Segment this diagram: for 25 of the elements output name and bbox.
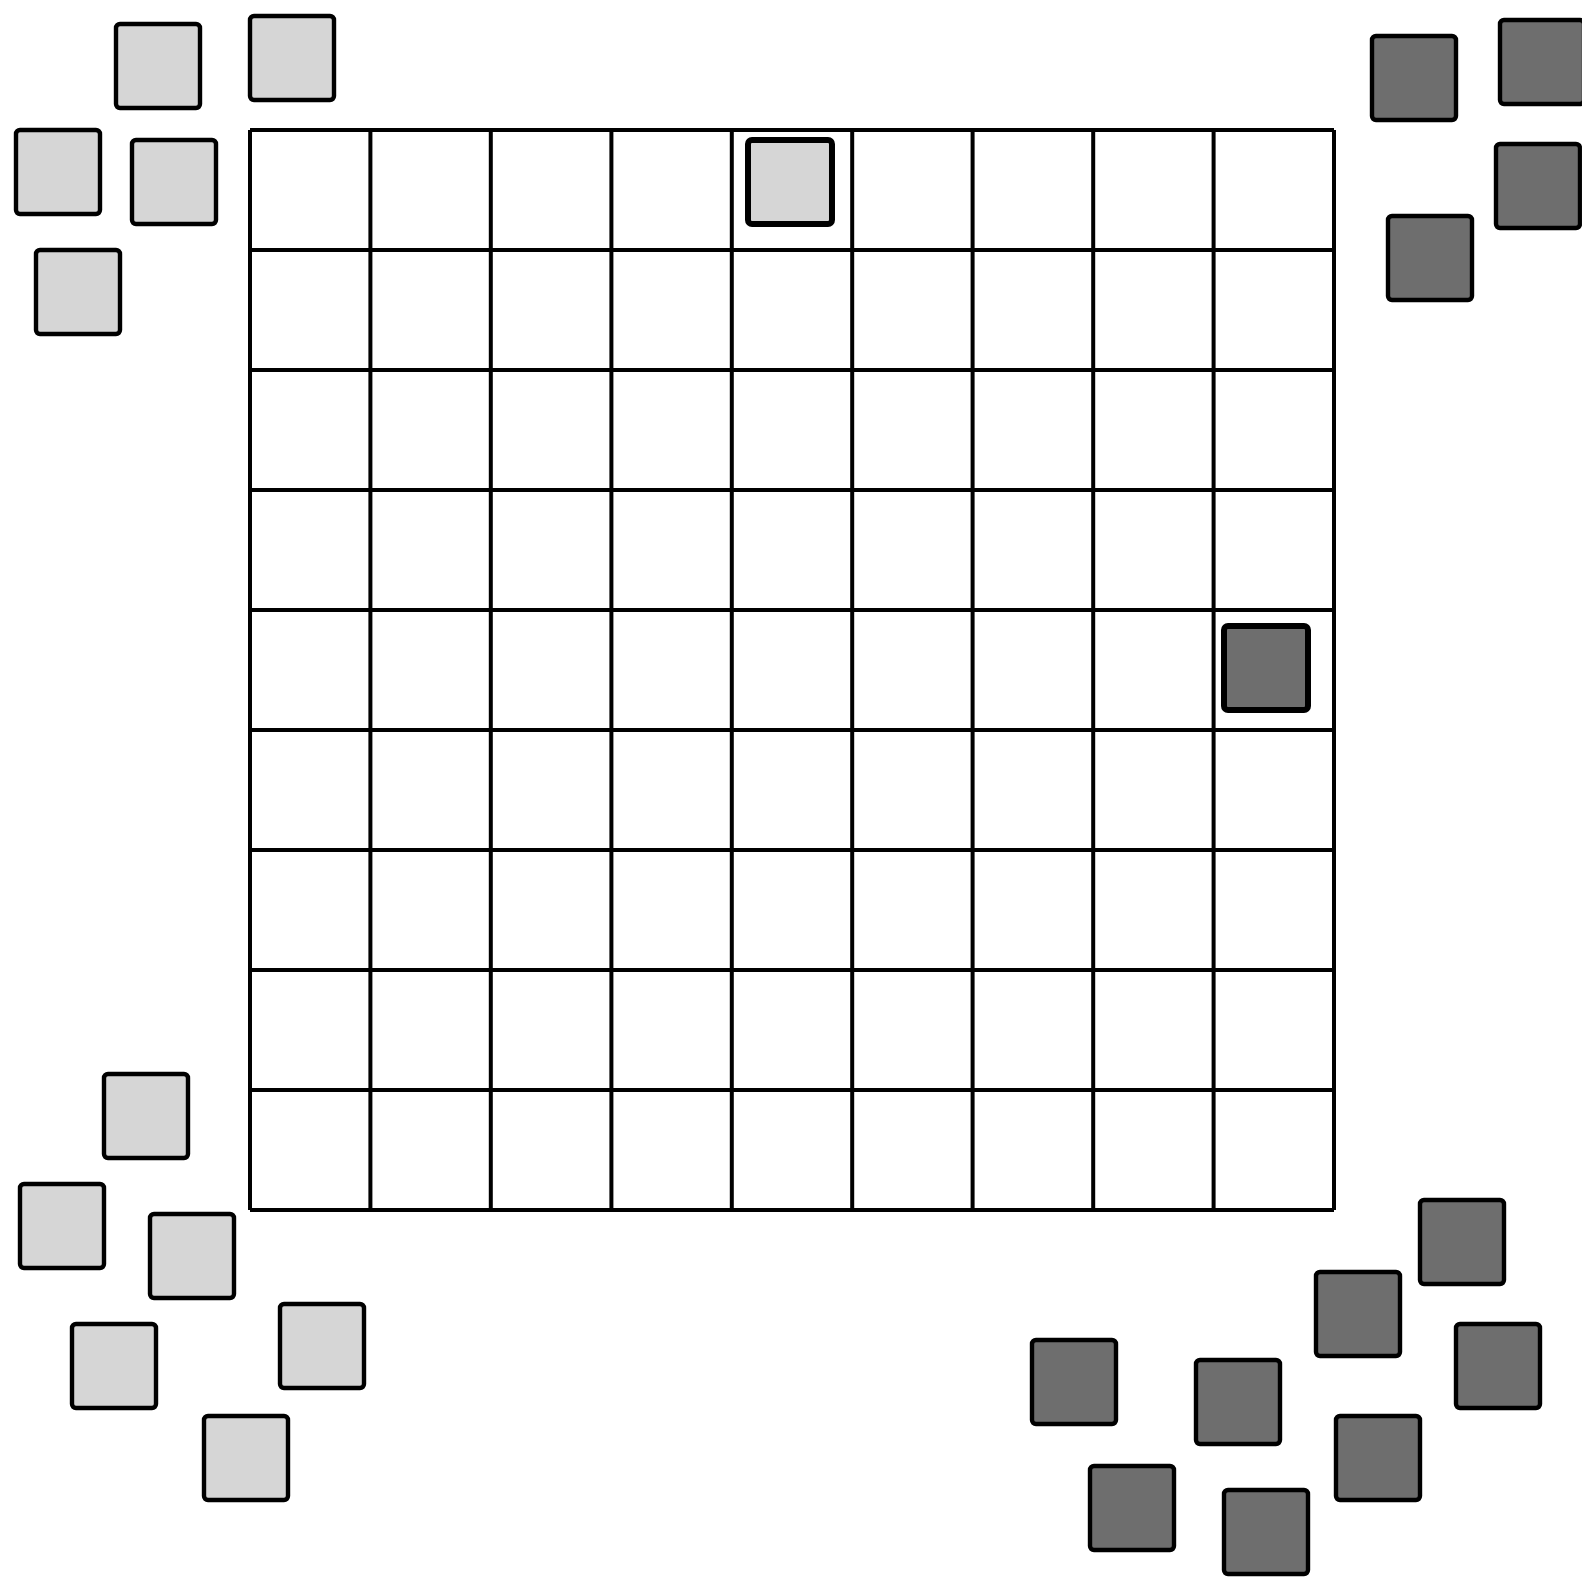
square-tile: [1193, 1357, 1283, 1447]
square-tile: [1497, 17, 1582, 107]
square-tile: [33, 247, 123, 337]
square-tile: [1417, 1197, 1507, 1287]
square-tile: [1221, 1487, 1311, 1577]
square-tile: [247, 13, 337, 103]
square-tile: [147, 1211, 237, 1301]
square-tile: [277, 1301, 367, 1391]
square-tile: [1313, 1269, 1403, 1359]
square-tile: [1369, 33, 1459, 123]
square-tile: [1087, 1463, 1177, 1553]
square-tile: [69, 1321, 159, 1411]
square-tile: [1493, 141, 1582, 231]
square-tile: [745, 137, 835, 227]
square-tile: [101, 1071, 191, 1161]
square-tile: [129, 137, 219, 227]
square-tile: [201, 1413, 291, 1503]
square-tile: [1453, 1321, 1543, 1411]
square-tile: [113, 21, 203, 111]
square-tile: [1333, 1413, 1423, 1503]
square-tile: [1221, 623, 1311, 713]
square-tile: [13, 127, 103, 217]
square-tile: [1029, 1337, 1119, 1427]
square-tile: [1385, 213, 1475, 303]
square-tile: [17, 1181, 107, 1271]
